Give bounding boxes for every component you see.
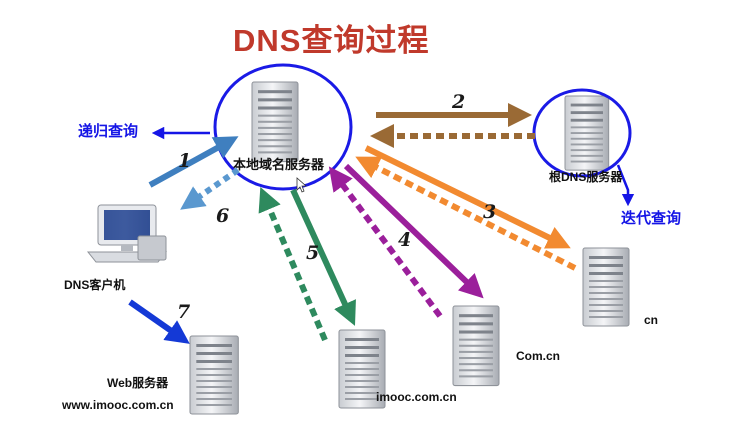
web-server-label: Web服务器 — [107, 376, 169, 390]
step5-arrow — [290, 188, 356, 326]
step1-arrow — [148, 136, 239, 188]
client-computer-icon — [86, 204, 168, 263]
step3-reply-arrow — [355, 156, 577, 271]
step6-arrow — [180, 167, 240, 210]
iterative-query-label: 迭代查询 — [621, 210, 682, 227]
local-dns-label: 本地域名服务器 — [233, 157, 325, 172]
web-server-icon — [189, 335, 239, 415]
step-1-label: 1 — [178, 150, 192, 172]
cursor-icon — [296, 177, 308, 193]
recursive-query-label: 递归查询 — [78, 123, 139, 140]
diagram-title: DNS查询过程 — [233, 23, 430, 58]
step-5-label: 5 — [306, 242, 320, 264]
step5-reply-arrow — [258, 186, 328, 342]
root-dns-label: 根DNS服务器 — [549, 170, 623, 184]
local-dns-circle — [213, 63, 353, 191]
com-cn-label: Com.cn — [516, 349, 561, 363]
step4-reply-arrow — [328, 166, 443, 318]
step-4-label: 4 — [398, 229, 412, 251]
local-dns-server-icon — [251, 81, 299, 163]
iterative-pointer-arrow — [616, 164, 635, 207]
cn-label: cn — [644, 313, 659, 327]
step-7-label: 7 — [177, 301, 191, 323]
step-3-label: 3 — [483, 201, 497, 223]
step4-arrow — [343, 163, 484, 299]
client-label: DNS客户机 — [64, 278, 126, 292]
step-6-label: 6 — [216, 205, 230, 227]
step-2-label: 2 — [452, 91, 466, 113]
cn-server-icon — [582, 247, 630, 327]
step7-arrow — [128, 299, 190, 344]
imooc-label: imooc.com.cn — [376, 390, 457, 404]
root-dns-server-icon — [564, 95, 610, 171]
web-domain-label: www.imooc.com.cn — [62, 398, 174, 412]
com-cn-server-icon — [452, 305, 500, 387]
step3-arrow — [364, 145, 571, 249]
